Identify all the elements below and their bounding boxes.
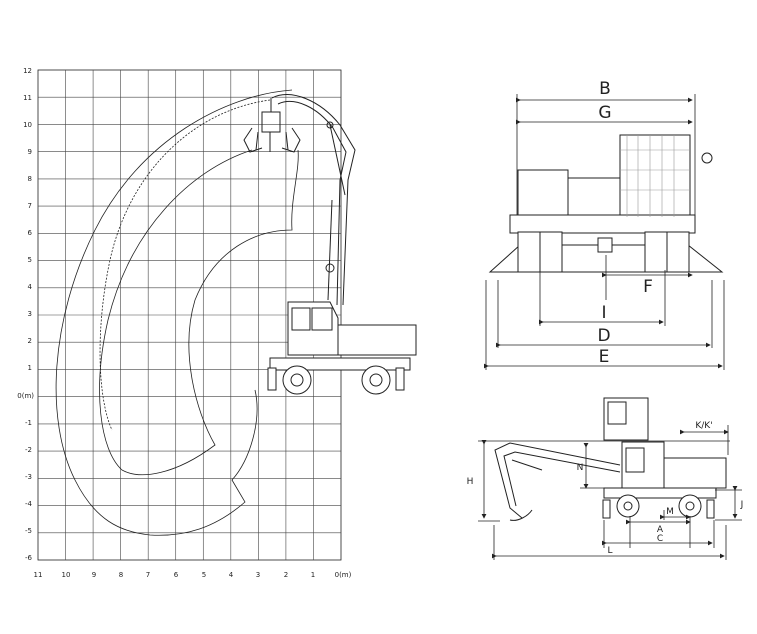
y-tick: 8 <box>28 175 32 183</box>
y-tick: 5 <box>28 256 32 264</box>
y-tick: 4 <box>28 283 33 291</box>
x-tick: 1 <box>311 571 315 579</box>
y-tick: -2 <box>25 446 32 454</box>
x-tick: 8 <box>119 571 123 579</box>
outer-reach-envelope <box>55 89 293 536</box>
front-view: B G F I D E <box>484 79 725 370</box>
chart-machine <box>267 301 417 395</box>
y-tick: 11 <box>23 94 32 102</box>
dim-label-a: A <box>657 525 664 535</box>
y-tick: -6 <box>25 554 33 562</box>
side-engine <box>663 457 727 489</box>
x-tick: 10 <box>62 571 71 579</box>
x-tick: 9 <box>92 571 96 579</box>
front-dimension-lines <box>484 94 725 370</box>
dim-label-kk: K/K' <box>695 421 712 431</box>
front-engine-block <box>567 177 621 219</box>
y-tick: 6 <box>28 229 33 237</box>
dim-label-j: J <box>740 500 744 510</box>
y-tick: 3 <box>28 310 32 318</box>
y-tick: 0(m) <box>17 392 34 400</box>
y-tick: 7 <box>28 202 32 210</box>
x-tick: 11 <box>34 571 43 579</box>
front-cab-block <box>517 169 569 216</box>
front-cab-guard <box>619 134 691 218</box>
x-tick: 5 <box>202 571 206 579</box>
side-raised-cab-window <box>607 401 627 425</box>
chart-grid <box>37 69 342 561</box>
y-tick: -3 <box>25 473 32 481</box>
boom-arm <box>271 94 356 306</box>
side-rear-outrigger <box>706 499 715 519</box>
dim-label-f: F <box>643 277 653 297</box>
y-tick: 12 <box>23 67 32 75</box>
front-left-tire-2 <box>539 231 563 273</box>
front-axle-center <box>597 237 613 253</box>
dim-label-m: M <box>666 507 674 517</box>
side-boom <box>494 442 621 521</box>
dim-label-d: D <box>597 326 610 346</box>
y-tick: 1 <box>28 364 32 372</box>
y-tick: -1 <box>25 419 32 427</box>
x-tick: 7 <box>146 571 150 579</box>
side-front-outrigger <box>602 499 611 519</box>
dim-label-n: N <box>577 463 584 473</box>
reach-chart: 12 11 10 9 8 7 6 5 4 3 2 1 0(m) -1 -2 -3… <box>17 67 417 579</box>
dim-label-e: E <box>599 347 610 367</box>
front-left-tire <box>517 231 541 273</box>
inner-reach-envelope <box>99 149 299 476</box>
x-tick: 3 <box>256 571 260 579</box>
side-view: K/K' N H J M A C L <box>467 397 744 560</box>
dim-label-i: I <box>601 303 606 323</box>
side-dimension-lines <box>478 425 742 560</box>
middle-reach-envelope <box>99 99 271 431</box>
x-tick: 2 <box>284 571 288 579</box>
side-cab-window <box>625 447 645 473</box>
grapple-icon <box>243 98 301 153</box>
dim-label-g: G <box>598 103 611 123</box>
y-tick: -4 <box>25 500 33 508</box>
dim-label-h: H <box>467 477 474 487</box>
y-tick: 2 <box>28 337 32 345</box>
front-upper-frame <box>509 214 696 234</box>
dim-label-l: L <box>607 546 612 556</box>
y-tick: 9 <box>28 148 32 156</box>
y-tick: -5 <box>25 527 32 535</box>
y-tick: 10 <box>23 121 32 129</box>
front-boom-pin <box>701 152 713 164</box>
front-right-tire <box>644 231 668 273</box>
dim-label-c: C <box>657 534 663 544</box>
x-axis-labels: 11 10 9 8 7 6 5 4 3 2 1 0(m) <box>34 571 352 579</box>
side-chassis <box>603 487 717 499</box>
x-tick: 0(m) <box>335 571 352 579</box>
y-axis-labels: 12 11 10 9 8 7 6 5 4 3 2 1 0(m) -1 -2 -3… <box>17 67 34 562</box>
front-right-tire-2 <box>666 231 690 273</box>
x-tick: 4 <box>229 571 234 579</box>
x-tick: 6 <box>174 571 179 579</box>
dim-label-b: B <box>599 79 611 99</box>
